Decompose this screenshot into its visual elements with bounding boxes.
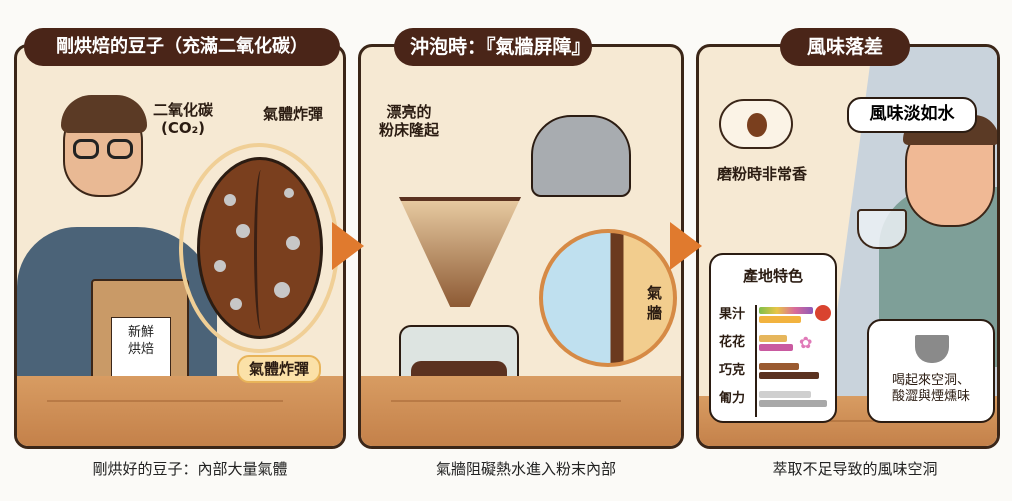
teacup-icon — [857, 209, 907, 249]
fruit-icon — [815, 305, 831, 321]
speech-bubble: 風味淡如水 — [847, 97, 977, 133]
gas-wall-label: 氣 牆 — [647, 284, 663, 322]
aroma-label: 磨粉時非常香 — [717, 165, 808, 183]
aroma-cloud-icon — [719, 99, 793, 149]
coffee-bean-icon — [197, 157, 323, 339]
panel1-title: 剛烘焙的豆子（充滿二氧化碳） — [24, 28, 340, 66]
dripper-icon — [399, 197, 521, 307]
bar-floral — [759, 335, 787, 342]
bar-gray — [759, 391, 811, 398]
bar-gray-2 — [759, 400, 827, 407]
flower-icon: ✿ — [799, 333, 813, 352]
panel-gas-wall: 漂亮的粉床隆起 氣 牆 — [358, 44, 684, 449]
bloom-label: 漂亮的粉床隆起 — [379, 103, 440, 139]
bar-floral-2 — [759, 344, 793, 351]
panel-flavor-gap: 磨粉時非常香 風味淡如水 產地特色 果汁 花花 ✿ 巧克 匍力 喝起來空洞、酸澀… — [696, 44, 1000, 449]
gas-wall-magnifier — [539, 229, 677, 367]
row-label: 花花 — [719, 335, 746, 350]
gas-bomb-label: 氣體炸彈 — [263, 105, 324, 123]
panel3-caption: 萃取不足导致的風味空洞 — [772, 460, 938, 478]
bar-chocolate-2 — [759, 372, 819, 379]
bag-label-line1: 新鮮 — [127, 325, 154, 340]
wooden-table — [361, 376, 681, 446]
origin-chart-title: 產地特色 — [742, 267, 803, 285]
bar-juice — [759, 307, 813, 314]
panel1-caption: 剛烘好的豆子：內部大量氣體 — [92, 460, 288, 478]
bar-juice-2 — [759, 316, 801, 323]
row-label: 果汁 — [719, 307, 746, 322]
person-face — [903, 115, 997, 227]
arrow-right-icon — [670, 222, 702, 270]
person-face — [61, 95, 147, 197]
origin-chart: 產地特色 果汁 花花 ✿ 巧克 匍力 — [709, 253, 837, 423]
empty-cup-icon — [915, 335, 949, 363]
panel2-caption: 氣牆阻礙熱水進入粉末內部 — [435, 460, 616, 478]
result-label: 喝起來空洞、酸澀與煙燻味 — [891, 373, 970, 404]
co2-label: 二氧化碳(CO₂) — [153, 101, 214, 137]
bar-chocolate — [759, 363, 799, 370]
result-bubble: 喝起來空洞、酸澀與煙燻味 — [867, 319, 995, 423]
gas-bomb-badge: 氣體炸彈 — [237, 355, 322, 383]
wooden-table — [17, 376, 343, 446]
row-label: 匍力 — [719, 391, 746, 406]
kettle-icon — [531, 115, 631, 197]
row-label: 巧克 — [719, 363, 746, 378]
panel-fresh-beans: 新鮮 烘焙 二氧化碳(CO₂) 氣體炸彈 氣體炸彈 — [14, 44, 346, 449]
arrow-right-icon — [332, 222, 364, 270]
panel2-title: 沖泡時：『氣牆屏障』 — [394, 28, 592, 66]
bag-label-line2: 烘焙 — [127, 342, 154, 357]
panel3-title: 風味落差 — [780, 28, 910, 66]
